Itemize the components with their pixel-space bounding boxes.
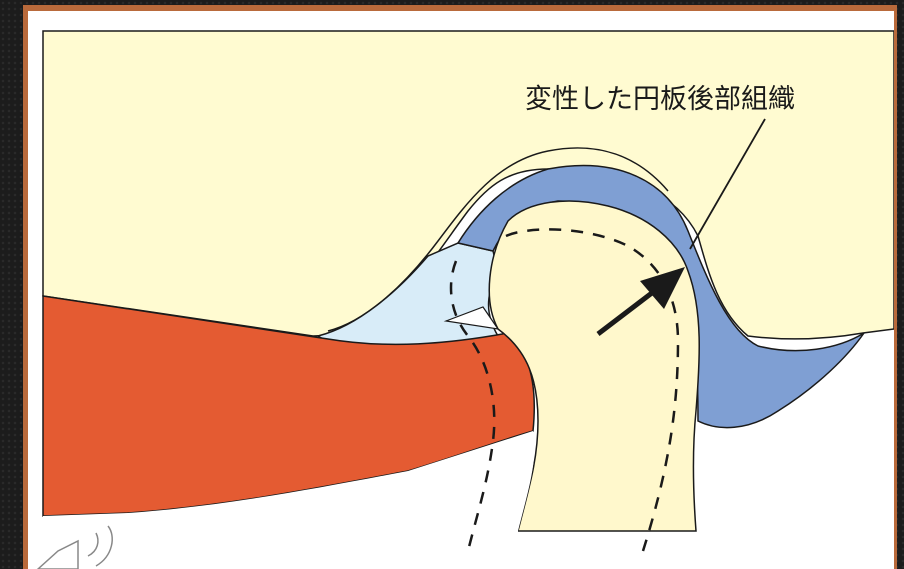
degenerated-retrodiscal-tissue-label: 変性した円板後部組織 <box>525 84 795 115</box>
tmj-diagram: 変性した円板後部組織 <box>28 11 894 569</box>
tmj-diagram-panel: 変性した円板後部組織 <box>28 11 894 569</box>
